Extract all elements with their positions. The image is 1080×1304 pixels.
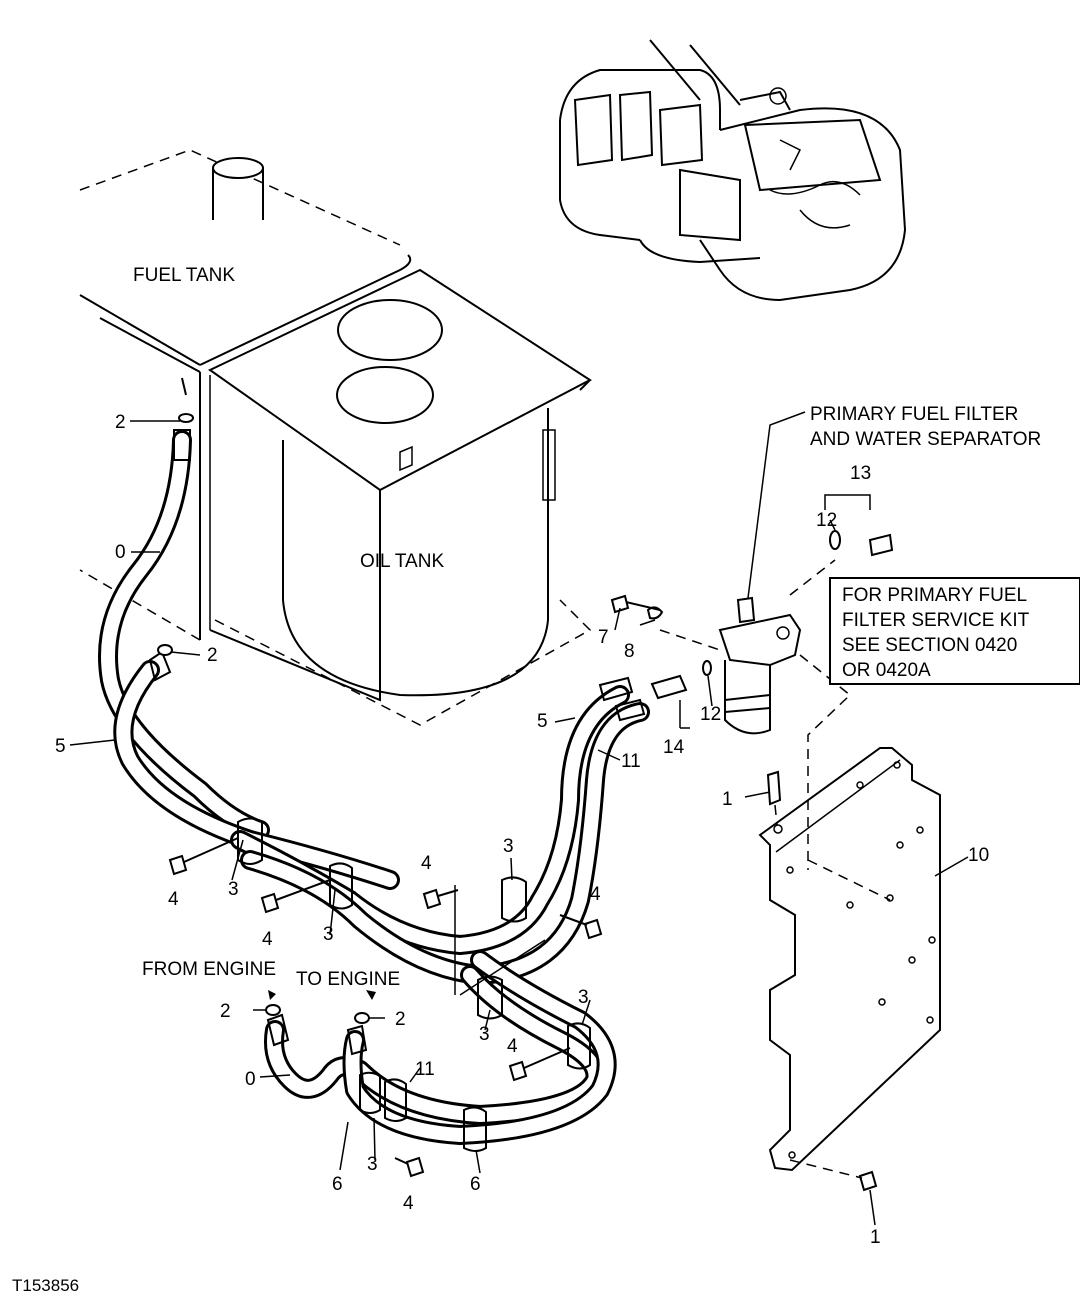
callout-3: 3 xyxy=(323,924,334,945)
callout-7: 7 xyxy=(598,627,609,648)
callout-6: 6 xyxy=(332,1174,343,1195)
callout-1: 1 xyxy=(722,789,733,810)
callout-2: 2 xyxy=(115,412,126,433)
figure-id: T153856 xyxy=(12,1276,79,1295)
callout-11: 11 xyxy=(415,1059,435,1080)
primary-fuel-filter xyxy=(610,411,894,870)
callout-5: 5 xyxy=(55,736,66,757)
service-note-line-1: FOR PRIMARY FUEL xyxy=(842,585,1027,606)
callout-5: 5 xyxy=(537,711,548,732)
leader-lines xyxy=(69,420,969,1226)
callout-13: 13 xyxy=(850,463,871,484)
callout-6: 6 xyxy=(470,1174,481,1195)
callout-4: 4 xyxy=(403,1193,414,1214)
callout-3: 3 xyxy=(367,1154,378,1175)
mounting-bracket xyxy=(758,747,941,1192)
callout-12: 12 xyxy=(816,510,837,531)
service-note-line-4: OR 0420A xyxy=(842,660,931,681)
callout-11: 11 xyxy=(621,751,641,772)
callout-3: 3 xyxy=(228,879,239,900)
from-engine-label: FROM ENGINE xyxy=(142,959,276,980)
callout-4: 4 xyxy=(507,1036,518,1057)
fuel-hoses xyxy=(98,413,650,1152)
primary-filter-label-1: PRIMARY FUEL FILTER xyxy=(810,404,1018,425)
service-note-box: FOR PRIMARY FUEL FILTER SERVICE KIT SEE … xyxy=(829,577,1080,685)
excavator-overview xyxy=(559,39,907,302)
callout-8: 8 xyxy=(624,641,635,662)
oil-tank-label: OIL TANK xyxy=(360,551,444,572)
callout-3: 3 xyxy=(479,1024,490,1045)
oil-tank xyxy=(208,268,592,726)
callout-14: 14 xyxy=(663,737,685,758)
callout-1: 1 xyxy=(870,1227,881,1248)
to-engine-label: TO ENGINE xyxy=(296,969,400,990)
callout-2: 2 xyxy=(395,1009,406,1030)
primary-filter-label-2: AND WATER SEPARATOR xyxy=(810,429,1041,450)
callout-4: 4 xyxy=(590,884,601,905)
callout-4: 4 xyxy=(262,929,273,950)
callout-2: 2 xyxy=(207,645,218,666)
callout-0: 0 xyxy=(245,1069,256,1090)
callout-3: 3 xyxy=(578,987,589,1008)
callout-3: 3 xyxy=(503,836,514,857)
callout-4: 4 xyxy=(168,889,179,910)
callout-0: 0 xyxy=(115,542,126,563)
service-note-line-3: SEE SECTION 0420 xyxy=(842,635,1017,656)
callout-12: 12 xyxy=(700,704,721,725)
fuel-tank-label: FUEL TANK xyxy=(133,265,235,286)
callout-2: 2 xyxy=(220,1001,231,1022)
callout-numbers: 2 0 2 5 4 3 4 3 4 3 4 3 3 4 2 2 0 11 6 3… xyxy=(55,412,989,1248)
direction-arrows xyxy=(268,990,376,1000)
service-note-line-2: FILTER SERVICE KIT xyxy=(842,610,1030,631)
bolts-4 xyxy=(168,837,603,1178)
fuel-tank xyxy=(79,149,412,641)
callout-4: 4 xyxy=(421,853,432,874)
callout-10: 10 xyxy=(968,845,989,866)
